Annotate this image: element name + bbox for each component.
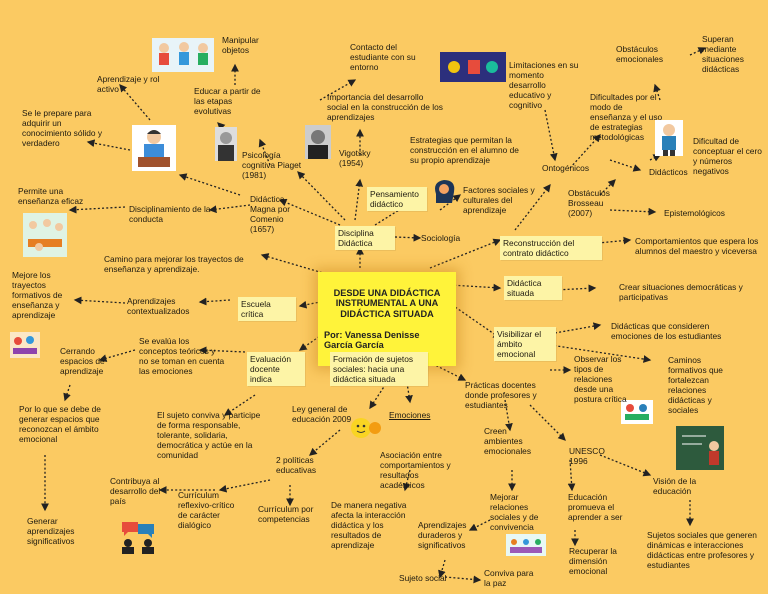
node-aprendizajes-duraderos: Aprendizajes duraderos y significativos	[418, 520, 467, 550]
node-factores-sociales: Factores sociales y culturales del apren…	[463, 185, 535, 215]
emoji-faces-icon	[349, 416, 383, 440]
node-sujetos-sociales: Sujetos sociales que generen dinámicas e…	[647, 530, 757, 570]
node-dificultad-conceptuar: Dificultad de conceptuar el cero y númer…	[693, 136, 762, 176]
node-conviva-paz: Conviva para la paz	[484, 568, 534, 588]
node-formacion-sujetos: Formación de sujetos sociales: hacia una…	[330, 352, 428, 386]
node-creen-ambientes: Creen ambientes emocionales	[484, 426, 532, 456]
dialogue-people-icon	[118, 518, 158, 554]
node-didacticas-emociones: Didácticas que consideren emociones de l…	[611, 321, 722, 341]
node-vision-educacion: Visión de la educación	[653, 476, 697, 496]
education-icons-illustration	[440, 52, 506, 82]
node-manipular-objetos: Manipular objetos	[222, 35, 259, 55]
piaget-portrait	[215, 127, 237, 161]
node-obstaculos-brosseau: Obstáculos Brosseau (2007)	[568, 188, 610, 218]
node-didactica-situada: Didáctica situada	[504, 276, 562, 300]
node-psicologia-cognitiva: Psicología cognitiva Piaget (1981)	[242, 150, 302, 180]
node-camino-mejorar: Camino para mejorar los trayectos de ens…	[104, 254, 244, 274]
node-aprendizajes-contextualizados: Aprendizajes contextualizados	[127, 296, 190, 316]
node-asociacion-comportamientos: Asociación entre comportamientos y resul…	[380, 450, 451, 490]
node-observar-relaciones: Observar los tipos de relaciones desde u…	[574, 354, 627, 404]
central-topic: DESDE UNA DIDÁCTICA INSTRUMENTAL A UNA D…	[318, 272, 456, 366]
node-superan-situaciones: Superan mediante situaciones didácticas	[702, 34, 744, 74]
node-contribuya-desarrollo: Contribuya al desarrollo del país	[110, 476, 161, 506]
head-gears-icon	[430, 178, 458, 204]
node-practicas-docentes: Prácticas docentes donde profesores y es…	[465, 380, 537, 410]
node-ontogenicos: Ontogénicos	[542, 163, 590, 173]
node-epistemologicos: Epistemológicos	[664, 208, 725, 218]
node-vigotsky: Vigotsky (1954)	[339, 148, 371, 168]
node-mejorar-relaciones: Mejorar relaciones sociales y de convive…	[490, 492, 539, 532]
node-visibilizar-ambito: Visibilizar el ámbito emocional	[494, 327, 556, 361]
node-obstaculos-emocionales: Obstáculos emocionales	[616, 44, 664, 64]
community-illustration	[506, 534, 546, 556]
teacher-illustration	[132, 125, 176, 171]
central-author: Por: Vanessa Denisse García García	[324, 329, 420, 351]
node-dos-politicas: 2 políticas educativas	[276, 455, 317, 475]
children-activities-illustration	[152, 38, 214, 72]
node-emociones: Emociones	[389, 410, 431, 420]
node-se-le-prepare: Se le prepare para adquirir un conocimie…	[22, 108, 103, 148]
node-comportamientos-esperados: Comportamientos que espera los alumnos d…	[635, 236, 759, 256]
node-ley-general: Ley general de educación 2009	[292, 404, 352, 424]
node-cerrando-espacios: Cerrando espacios de aprendizaje	[60, 346, 105, 376]
teacher-blackboard-illustration	[676, 426, 724, 470]
node-de-manera-negativa: De manera negativa afecta la interacción…	[331, 500, 407, 550]
node-sujeto-conviva: El sujeto conviva y participe de forma r…	[157, 410, 261, 460]
node-didactica-magna: Didáctica Magna por Comenio (1657)	[250, 194, 291, 234]
node-caminos-formativos: Caminos formativos que fortalezcan relac…	[668, 355, 723, 415]
node-sujeto-social: Sujeto social	[399, 573, 447, 583]
node-limitaciones: Limitaciones en su momento desarrollo ed…	[509, 60, 579, 110]
node-educar-etapas: Educar a partir de las etapas evolutivas	[194, 86, 261, 116]
node-recuperar-dimension: Recuperar la dimensión emocional	[569, 546, 617, 576]
node-escuela-critica: Escuela crítica	[238, 297, 296, 321]
node-estrategias: Estrategias que permitan la construcción…	[410, 135, 519, 165]
group-activity-illustration	[10, 332, 40, 358]
node-importancia-desarrollo: Importancia del desarrollo social en la …	[327, 92, 443, 122]
node-disciplina-didactica: Disciplina Didáctica	[335, 226, 395, 250]
vygotsky-portrait	[305, 125, 331, 159]
node-curriculum-competencias: Currículum por competencias	[258, 504, 314, 524]
node-por-lo-que: Por lo que se debe de generar espacios q…	[19, 404, 101, 444]
classroom-illustration	[23, 213, 67, 257]
node-sociologia: Sociología	[421, 233, 461, 243]
node-contacto-estudiante: Contacto del estudiante con su entorno	[350, 42, 416, 72]
node-unesco: UNESCO 1996	[569, 446, 605, 466]
thinking-student-illustration	[655, 120, 683, 156]
node-crear-situaciones: Crear situaciones democráticas y partici…	[619, 282, 743, 302]
node-educacion-promueva: Educación promueva el aprender a ser	[568, 492, 623, 522]
node-generar-aprendizajes: Generar aprendizajes significativos	[27, 516, 75, 546]
node-evaluacion-docente: Evaluación docente indica	[247, 352, 305, 386]
node-mejore-trayectos: Mejore los trayectos formativos de enseñ…	[12, 270, 63, 320]
node-reconstruccion-contrato: Reconstrucción del contrato didáctico	[500, 236, 602, 260]
node-disciplinamiento: Disciplinamiento de la conducta	[129, 204, 211, 224]
node-permite-ensenanza: Permite una enseñanza eficaz	[18, 186, 84, 206]
central-title: DESDE UNA DIDÁCTICA INSTRUMENTAL A UNA D…	[333, 287, 441, 319]
node-aprendizaje-rol-activo: Aprendizaje y rol activo	[97, 74, 160, 94]
teamwork-illustration	[621, 400, 653, 424]
node-curriculum-reflexivo: Currículum reflexivo-crítico de carácter…	[178, 490, 235, 530]
node-pensamiento-didactico: Pensamiento didáctico	[367, 187, 427, 211]
node-dificultades-modo: Dificultades por el modo de enseñanza y …	[590, 92, 663, 142]
node-evalua-conceptos: Se evalúa los conceptos teóricos y no se…	[139, 336, 225, 376]
node-didacticos: Didácticos	[649, 167, 688, 177]
